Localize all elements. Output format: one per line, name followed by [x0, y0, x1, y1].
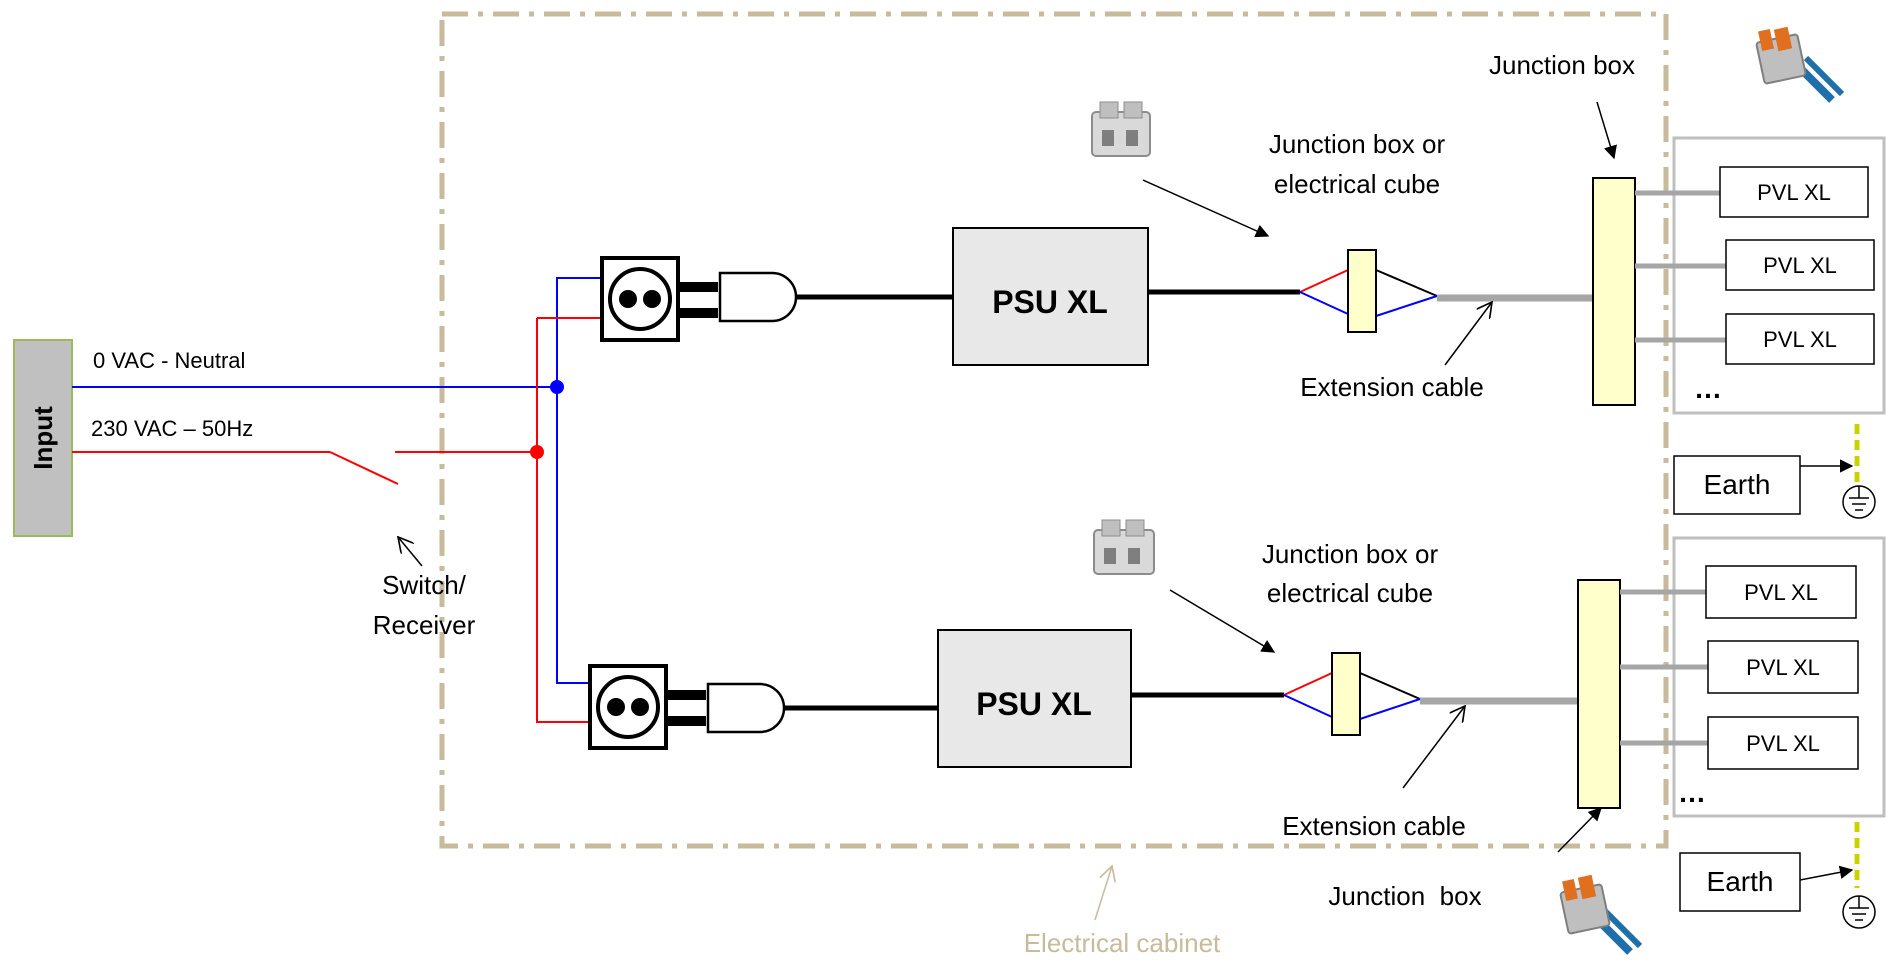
- electrical-cabinet-border: [439, 11, 1669, 849]
- pvl-bottom-1: [1705, 565, 1857, 619]
- switch-label-line2: Receiver: [373, 610, 476, 640]
- input-box: [13, 339, 73, 537]
- cabinet-label: Electrical cabinet: [1024, 928, 1221, 958]
- connector-cube-top: [1299, 249, 1438, 333]
- psu-top: [952, 227, 1149, 366]
- extension-label-bottom: Extension cable: [1282, 811, 1466, 841]
- pvl-bottom-3-label: PVL XL: [1746, 731, 1820, 756]
- socket-bottom: [588, 664, 668, 750]
- input-label: Input: [28, 406, 58, 470]
- earth-top-label: Earth: [1704, 469, 1771, 500]
- neutral-wiring: [72, 277, 602, 684]
- junction-box-bottom-label: Junction box: [1328, 881, 1481, 911]
- pvl-bottom-1-label: PVL XL: [1744, 580, 1818, 605]
- plug-bottom: [666, 682, 786, 734]
- wago-connector-icon-bottom: [1559, 874, 1643, 955]
- junction-box-top: [1592, 177, 1636, 406]
- junction-box-top-label: Junction box: [1489, 50, 1635, 80]
- live-label: 230 VAC – 50Hz: [91, 416, 253, 441]
- socket-top: [600, 256, 680, 342]
- extension-label-top: Extension cable: [1300, 372, 1484, 402]
- pvl-top-1-label: PVL XL: [1757, 180, 1831, 205]
- terminal-block-icon-bottom: [1093, 519, 1155, 575]
- junction-box-bottom-arrow: [1557, 807, 1602, 853]
- connector-label-bottom-line2: electrical cube: [1267, 578, 1433, 608]
- neutral-label: 0 VAC - Neutral: [93, 348, 245, 373]
- earth-bottom-box: [1679, 852, 1801, 912]
- connector-label-bottom-line1: Junction box or: [1262, 539, 1439, 569]
- connector-label-top-line2: electrical cube: [1274, 169, 1440, 199]
- switch-label-line1: Switch/: [382, 570, 467, 600]
- connector-arrow-bottom: [1169, 589, 1276, 653]
- earth-bottom-label: Earth: [1707, 866, 1774, 897]
- connector-cube-bottom: [1283, 652, 1421, 736]
- extension-arrow-top: [1444, 302, 1492, 366]
- pvl-top-2: [1725, 239, 1875, 291]
- pvl-group-top-frame: [1672, 136, 1886, 415]
- neutral-junction-dot: [550, 380, 564, 394]
- pvl-group-bottom-leads: [1620, 589, 1708, 746]
- cabinet-label-arrow: [1094, 866, 1112, 921]
- pvl-bottom-2-label: PVL XL: [1746, 655, 1820, 680]
- plug-top: [678, 271, 798, 323]
- psu-top-label: PSU XL: [992, 284, 1108, 320]
- connector-arrow-top: [1142, 179, 1270, 238]
- earth-bottom-arrow: [1799, 865, 1854, 881]
- pvl-top-3: [1725, 313, 1875, 365]
- psu-bottom-label: PSU XL: [976, 686, 1092, 722]
- pvl-group-bottom-frame: [1672, 536, 1886, 818]
- earth-top-box: [1673, 455, 1801, 515]
- junction-box-bottom: [1577, 579, 1621, 809]
- switch-label-arrow: [398, 537, 423, 567]
- live-wiring: [72, 317, 602, 723]
- live-junction-dot: [530, 445, 544, 459]
- pvl-bottom-more: …: [1678, 777, 1706, 808]
- pvl-bottom-3: [1707, 716, 1859, 770]
- extension-arrow-bottom: [1402, 706, 1465, 789]
- pvl-top-3-label: PVL XL: [1763, 327, 1837, 352]
- wago-connector-icon-top: [1755, 26, 1845, 103]
- ground-symbol-top-icon: [1842, 485, 1876, 519]
- terminal-block-icon-top: [1091, 101, 1151, 157]
- pvl-top-1: [1719, 166, 1869, 218]
- psu-bottom: [937, 629, 1132, 768]
- pvl-top-more: …: [1694, 373, 1722, 404]
- connector-label-top-line1: Junction box or: [1269, 129, 1446, 159]
- pvl-top-2-label: PVL XL: [1763, 253, 1837, 278]
- junction-box-top-arrow: [1596, 101, 1617, 160]
- ground-symbol-bottom-icon: [1842, 895, 1876, 929]
- pvl-bottom-2: [1707, 640, 1859, 694]
- pvl-group-top-leads: [1635, 190, 1726, 343]
